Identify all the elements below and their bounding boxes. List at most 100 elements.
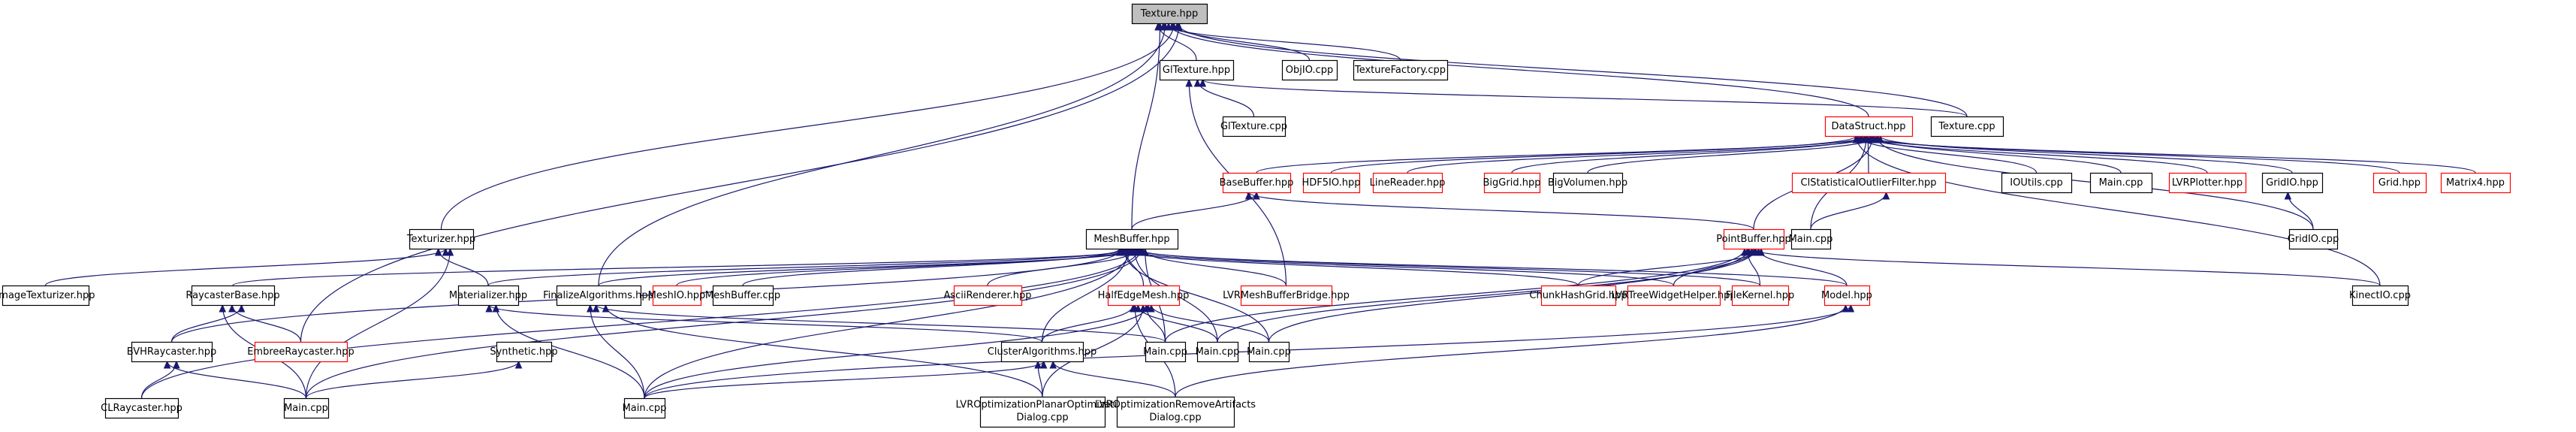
node-box [712,285,774,307]
edge-main-cpp-f-to-synthetic-hpp [305,360,523,399]
edge-main-cpp-f-to-bvhraycaster-hpp [163,360,307,399]
node-label: PointBuffer.hpp [1716,234,1790,245]
node-label: BaseBuffer.hpp [1220,177,1294,189]
node-texture-hpp[interactable]: Texture.hpp [1131,3,1208,25]
edge-lvrplanar-cpp-to-halfedgemesh-hpp [1042,304,1147,397]
edge-line [676,248,1131,286]
node-lvrtreewidgethelper-hpp[interactable]: LVRTreeWidgetHelper.hpp [1611,285,1736,307]
node-raycasterbase-hpp[interactable]: RaycasterBase.hpp [186,285,280,307]
node-box [1131,3,1208,25]
node-label: IOUtils.cpp [2010,177,2062,189]
arrowhead-icon [1193,78,1202,87]
node-asciirenderer-hpp[interactable]: AsciiRenderer.hpp [943,285,1032,307]
edge-line [495,304,645,399]
node-lvrplanar-cpp[interactable]: LVROptimizationPlanarOptimizationDialog.… [955,396,1130,428]
node-texturefactory-cpp[interactable]: TextureFactory.cpp [1353,59,1449,81]
node-finalize-hpp[interactable]: FinalizeAlgorithms.hpp [543,285,654,307]
edge-line [1751,248,2381,286]
node-label: Main.cpp [1789,234,1833,245]
node-label: Model.hpp [1821,290,1872,301]
node-clraycaster-hpp[interactable]: CLRaycaster.hpp [101,397,182,419]
node-lvrmeshbufferbridge-hpp[interactable]: LVRMeshBufferBridge.hpp [1223,285,1350,307]
node-clstat-hpp[interactable]: ClStatisticalOutlierFilter.hpp [1791,172,1947,194]
node-gltexture-cpp[interactable]: GlTexture.cpp [1220,116,1287,137]
edge-line [590,304,645,399]
node-ioutils-cpp[interactable]: IOUtils.cpp [2001,172,2073,194]
edge-line [140,248,1139,399]
node-texturizer-hpp[interactable]: Texturizer.hpp [406,228,475,250]
node-texture-cpp[interactable]: Texture.cpp [1930,116,2004,137]
arrowhead-icon [219,304,227,313]
node-gridio-cpp[interactable]: GridIO.cpp [2288,228,2339,250]
arrowhead-icon [1156,22,1164,31]
edge-line [1256,135,1867,174]
node-gridio-hpp[interactable]: GridIO.hpp [2261,172,2324,194]
node-label: Main.cpp [1196,346,1240,358]
node-meshbuffer-hpp[interactable]: MeshBuffer.hpp [1085,228,1179,250]
node-matrix4-hpp[interactable]: Matrix4.hpp [2440,172,2511,194]
node-box [1627,285,1721,307]
node-main-cpp-e[interactable]: Main.cpp [1247,341,1291,363]
node-label: LVRPlotter.hpp [2172,177,2243,189]
node-main-cpp-d[interactable]: Main.cpp [1196,341,1240,363]
node-synthetic-hpp[interactable]: Synthetic.hpp [490,341,558,363]
node-imagetexturizer-hpp[interactable]: ImageTexturizer.hpp [0,285,95,307]
node-box [1248,341,1290,363]
node-gltexture-hpp[interactable]: GlTexture.hpp [1159,59,1235,81]
arrowhead-icon [485,304,493,313]
edge-hdf5io-hpp-to-datastruct-hpp [1330,134,1860,174]
edge-objio-cpp-to-texture-hpp [1168,22,1311,61]
node-basebuffer-hpp[interactable]: BaseBuffer.hpp [1220,172,1294,194]
edge-line [1880,135,2293,174]
node-kinectio-cpp[interactable]: KinectIO.cpp [2349,285,2411,307]
node-box [1824,116,1914,137]
node-main-cpp-g[interactable]: Main.cpp [623,397,667,419]
node-bvhraycaster-hpp[interactable]: BVHRaycaster.hpp [127,341,217,363]
arrowhead-icon [1049,360,1057,369]
node-clusteralgorithms-hpp[interactable]: ClusterAlgorithms.hpp [988,341,1096,363]
node-chunkhashgrid-hpp[interactable]: ChunkHashGrid.hpp [1529,285,1627,307]
node-label: GridIO.cpp [2288,234,2339,245]
arrowhead-icon [163,360,171,369]
edge-line [44,248,447,286]
node-grid-hpp[interactable]: Grid.hpp [2372,172,2427,194]
node-materializer-hpp[interactable]: Materializer.hpp [449,285,527,307]
node-linereader-hpp[interactable]: LineReader.hpp [1370,172,1446,194]
node-box [1483,172,1541,194]
edge-line [1268,248,1750,343]
node-box [1823,285,1871,307]
node-bigvolumen-hpp[interactable]: BigVolumen.hpp [1548,172,1627,194]
node-hdf5io-hpp[interactable]: HDF5IO.hpp [1302,172,1361,194]
edge-line [1124,248,1270,343]
arrowhead-icon [1131,304,1139,313]
node-main-cpp-b[interactable]: Main.cpp [1789,228,1833,250]
edge-main-cpp-f-to-texturizer-hpp [305,247,454,399]
node-main-cpp-f[interactable]: Main.cpp [283,397,330,419]
node-meshio-hpp[interactable]: MeshIO.hpp [648,285,706,307]
arrowhead-icon [592,304,600,313]
edge-raycasterbase-hpp-to-meshbuffer-hpp [232,247,1138,286]
edge-line [1131,23,1161,230]
node-embreeraycaster-hpp[interactable]: EmbreeRaycaster.hpp [247,341,354,363]
arrowhead-icon [1185,78,1193,87]
node-biggrid-hpp[interactable]: BigGrid.hpp [1483,172,1541,194]
node-model-hpp[interactable]: Model.hpp [1821,285,1872,307]
node-halfedgemesh-hpp[interactable]: HalfEdgeMesh.hpp [1098,285,1190,307]
edge-line [1860,135,2476,174]
node-label: Dialog.cpp [1016,412,1068,424]
node-meshbuffer-cpp[interactable]: MeshBuffer.cpp [705,285,780,307]
edge-clraycaster-hpp-to-bvhraycaster-hpp [140,360,180,399]
node-objio-cpp[interactable]: ObjIO.cpp [1281,59,1338,81]
node-pointbuffer-hpp[interactable]: PointBuffer.hpp [1716,228,1791,250]
edge-line [1142,248,1287,286]
node-box [2001,172,2073,194]
node-lvrplotter-hpp[interactable]: LVRPlotter.hpp [2168,172,2247,194]
edge-main-cpp-g-to-halfedgemesh-hpp [644,304,1152,399]
edge-line [1126,248,1675,286]
arrowhead-icon [1175,22,1183,31]
node-main-cpp-a[interactable]: Main.cpp [2089,172,2153,194]
node-filekernel-hpp[interactable]: FileKernel.hpp [1726,285,1794,307]
node-datastruct-hpp[interactable]: DataStruct.hpp [1824,116,1914,137]
node-main-cpp-c[interactable]: Main.cpp [1143,341,1187,363]
